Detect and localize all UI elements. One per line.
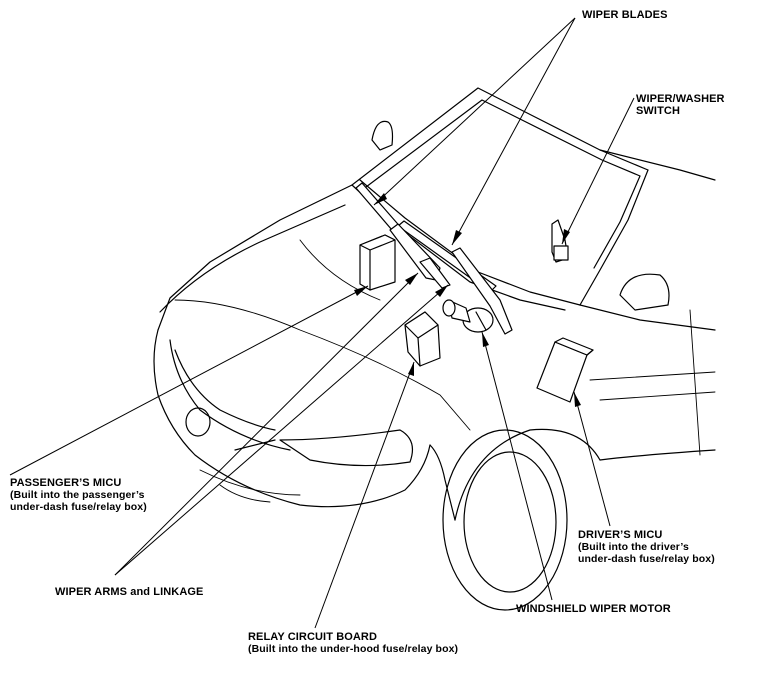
label-passenger-micu-title: PASSENGER’S MICU (10, 477, 122, 489)
passenger-micu-part (359, 234, 396, 291)
label-drivers-micu-sub1: (Built into the driver’s (578, 541, 689, 553)
label-wiper-blades-title: WIPER BLADES (582, 9, 668, 21)
label-windshield-wiper-motor-title: WINDSHIELD WIPER MOTOR (516, 603, 671, 615)
label-wiper-washer-switch-line1: WIPER/WASHER (636, 93, 725, 105)
label-drivers-micu-sub2: under-dash fuse/relay box) (578, 553, 715, 565)
wiper-motor-part (442, 299, 494, 333)
relay-board-part (404, 311, 441, 367)
label-wiper-arms: WIPER ARMS and LINKAGE (55, 586, 203, 598)
label-windshield-wiper-motor: WINDSHIELD WIPER MOTOR (516, 603, 671, 615)
label-passenger-micu-sub2: under-dash fuse/relay box) (10, 501, 147, 513)
washer-switch-part (551, 219, 569, 263)
car-body (153, 87, 716, 611)
label-relay-circuit-board-title: RELAY CIRCUIT BOARD (248, 631, 378, 643)
label-drivers-micu: DRIVER’S MICU (Built into the driver’s u… (578, 529, 715, 565)
label-wiper-blades: WIPER BLADES (582, 9, 668, 21)
driver-micu-part (536, 337, 594, 403)
label-passenger-micu-sub1: (Built into the passenger’s (10, 489, 145, 501)
label-relay-circuit-board: RELAY CIRCUIT BOARD (Built into the unde… (248, 631, 458, 655)
label-drivers-micu-title: DRIVER’S MICU (578, 529, 663, 541)
label-wiper-washer-switch: WIPER/WASHER SWITCH (636, 93, 725, 117)
leader-lines (9, 17, 635, 629)
label-relay-circuit-board-sub: (Built into the under-hood fuse/relay bo… (248, 643, 459, 655)
label-wiper-arms-title: WIPER ARMS and LINKAGE (55, 586, 204, 598)
label-wiper-washer-switch-line2: SWITCH (636, 105, 680, 117)
wiper-blade-parts (355, 182, 513, 335)
label-passenger-micu: PASSENGER’S MICU (Built into the passeng… (10, 477, 147, 513)
